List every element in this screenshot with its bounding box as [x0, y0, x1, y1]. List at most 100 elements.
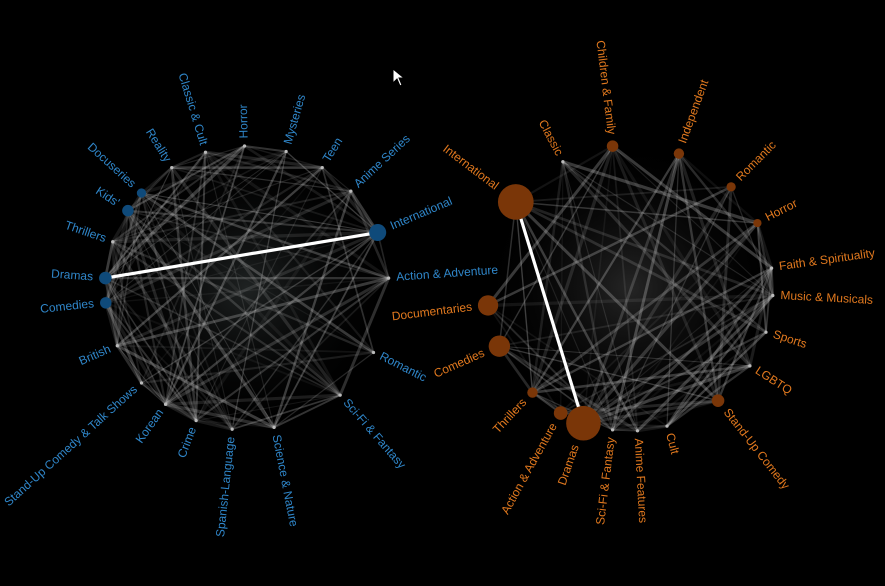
label-comedies: Comedies — [40, 296, 95, 316]
node-anime-series[interactable] — [349, 189, 353, 193]
node-dramas[interactable] — [566, 405, 601, 441]
edge-anime-series-comedies — [104, 189, 353, 305]
node-romantic[interactable] — [726, 182, 736, 192]
edge-horror-korean — [164, 145, 246, 406]
node-docuseries[interactable] — [136, 188, 147, 198]
node-teen[interactable] — [320, 165, 324, 170]
edge-classic-cult-reality — [170, 151, 207, 169]
label-docuseries: Docuseries — [85, 140, 139, 191]
edge-music-musicals-comedies — [498, 294, 774, 348]
node-sci-fi-fantasy[interactable] — [610, 428, 615, 432]
node-comedies[interactable] — [488, 335, 511, 357]
edge-teen-romantic — [321, 166, 375, 354]
node-romantic[interactable] — [371, 350, 376, 355]
edge-independent-stand-up-comedy — [677, 152, 720, 402]
edge-music-musicals-sci-fi-fantasy — [611, 294, 774, 432]
node-classic-cult[interactable] — [203, 150, 208, 154]
edge-action-adventure-british — [115, 276, 391, 348]
label-kids: Kids' — [93, 184, 122, 210]
node-sci-fi-fantasy[interactable] — [338, 393, 342, 397]
mouse-pointer-icon — [392, 68, 406, 87]
node-anime-features[interactable] — [635, 429, 640, 433]
label-international: International — [388, 194, 454, 233]
label-spanish-language: Spanish-Language — [213, 436, 237, 538]
edge-korean-stand-up-comedy-talk-shows — [140, 382, 167, 405]
node-horror[interactable] — [242, 144, 247, 148]
edge-action-adventure-comedies — [105, 277, 390, 304]
node-comedies[interactable] — [100, 297, 112, 309]
edge-independent-cult — [666, 152, 680, 427]
node-classic[interactable] — [561, 160, 565, 164]
edge-action-adventure-sci-fi-fantasy — [338, 276, 391, 397]
edge-children-family-music-musicals — [612, 145, 774, 297]
node-international[interactable] — [497, 184, 534, 220]
edge-mysteries-international — [285, 150, 379, 234]
edge-lgbtq-classic — [561, 160, 752, 368]
node-cult[interactable] — [665, 424, 669, 428]
edge-faith-spirituality-music-musicals — [770, 266, 774, 297]
edge-teen-stand-up-comedy-talk-shows — [140, 166, 323, 384]
node-music-musicals[interactable] — [771, 293, 775, 298]
right-graph-nodes — [477, 140, 775, 441]
label-cult: Cult — [663, 431, 682, 456]
node-independent[interactable] — [673, 148, 685, 159]
node-sports[interactable] — [764, 330, 768, 334]
node-thrillers[interactable] — [527, 387, 538, 398]
edge-international-stand-up-comedy-talk-shows — [140, 231, 379, 384]
node-kids[interactable] — [122, 204, 134, 217]
edge-science-nature-docuseries — [140, 192, 275, 428]
node-thrillers[interactable] — [111, 240, 115, 244]
edge-mysteries-docuseries — [139, 149, 288, 195]
node-dramas[interactable] — [99, 271, 112, 285]
node-stand-up-comedy[interactable] — [711, 394, 725, 407]
label-sports: Sports — [771, 327, 808, 351]
edge-sports-anime-features — [636, 331, 768, 432]
node-international[interactable] — [369, 224, 387, 242]
node-action-adventure[interactable] — [387, 276, 391, 280]
edge-horror-classic — [561, 160, 760, 225]
edge-mysteries-korean — [164, 150, 288, 406]
node-children-family[interactable] — [606, 140, 619, 152]
node-spanish-language[interactable] — [230, 427, 234, 431]
edge-sci-fi-fantasy-kids — [126, 209, 342, 397]
label-faith-spirituality: Faith & Spirituality — [778, 246, 876, 273]
edge-international-korean — [164, 231, 379, 406]
label-children-family: Children & Family — [593, 39, 618, 135]
edge-music-musicals-classic — [562, 161, 774, 297]
edge-horror-dramas — [103, 144, 247, 280]
node-mysteries[interactable] — [284, 149, 288, 154]
edge-music-musicals-international — [514, 200, 775, 297]
node-action-adventure[interactable] — [553, 406, 568, 420]
edge-classic-cult-sci-fi-fantasy — [204, 150, 342, 397]
edge-horror-faith-spirituality — [755, 221, 774, 270]
edge-korean-comedies — [104, 301, 168, 406]
node-lgbtq[interactable] — [748, 364, 752, 368]
edge-children-family-stand-up-comedy — [611, 144, 720, 403]
node-stand-up-comedy-talk-shows[interactable] — [139, 381, 144, 385]
edge-international-reality — [170, 166, 379, 234]
edge-independent-lgbtq — [677, 152, 752, 368]
edge-horror-mysteries — [243, 145, 288, 153]
edge-horror-international — [243, 144, 380, 234]
node-faith-spirituality[interactable] — [770, 266, 774, 270]
label-comedies: Comedies — [432, 346, 487, 381]
node-reality[interactable] — [170, 165, 174, 170]
node-science-nature[interactable] — [272, 425, 276, 429]
label-crime: Crime — [175, 425, 200, 460]
node-british[interactable] — [115, 344, 119, 348]
edge-british-comedies — [104, 301, 119, 348]
edge-independent-faith-spirituality — [677, 152, 773, 270]
edge-stand-up-comedy-talk-shows-british — [115, 344, 143, 385]
node-crime[interactable] — [194, 418, 198, 423]
edge-spanish-language-crime — [194, 418, 234, 431]
node-horror[interactable] — [753, 218, 762, 228]
edge-classic-cult-comedies — [104, 151, 207, 304]
label-anime-series: Anime Series — [351, 132, 413, 191]
edge-teen-anime-series — [321, 167, 352, 192]
node-korean[interactable] — [163, 402, 168, 406]
edge-sci-fi-fantasy-dramas — [104, 277, 341, 396]
node-documentaries[interactable] — [477, 295, 499, 316]
edge-stand-up-comedy-sci-fi-fantasy — [611, 399, 720, 432]
edge-anime-features-comedies — [497, 344, 639, 433]
